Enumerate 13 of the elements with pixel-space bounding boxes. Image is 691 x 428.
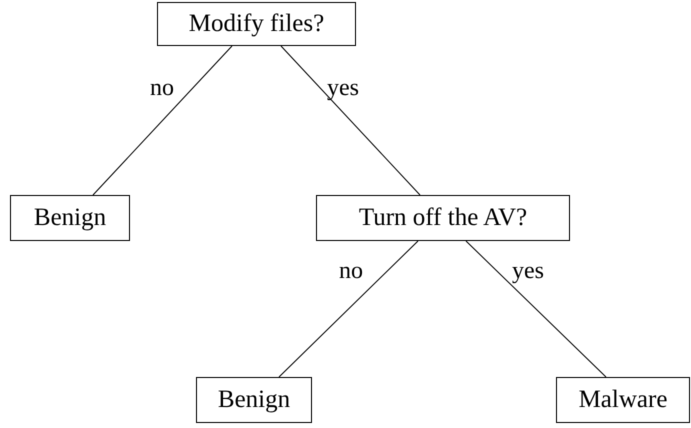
decision-box: Benign — [10, 195, 130, 241]
connector-line — [466, 240, 606, 378]
decision-box: Modify files? — [157, 2, 356, 46]
decision-box: Turn off the AV? — [316, 195, 570, 241]
decision-box: Benign — [196, 377, 312, 423]
decision-box: Malware — [556, 377, 690, 423]
connector-line — [92, 46, 232, 196]
connector-line — [280, 46, 420, 196]
edge-label: yes — [512, 259, 544, 283]
edge-label: no — [150, 76, 174, 100]
connector-line — [278, 240, 418, 378]
edge-label: yes — [327, 76, 359, 100]
edge-label: no — [339, 259, 363, 283]
